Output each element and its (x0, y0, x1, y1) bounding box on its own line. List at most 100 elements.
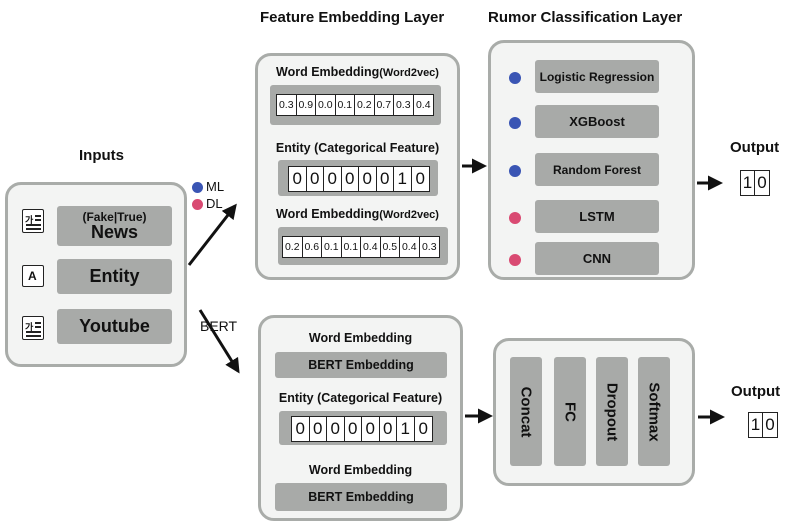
bert-entity-cell: 0 (292, 417, 310, 441)
inputs-title: Inputs (79, 147, 124, 164)
classifier-logistic-regression: Logistic Regression (535, 60, 659, 93)
bert-layer-label: Softmax (645, 381, 663, 442)
bert-entity-cell: 1 (397, 417, 415, 441)
word2vec-1-cell: 0.0 (316, 95, 336, 115)
word2vec-1-cell: 0.1 (336, 95, 355, 115)
bert-entity-cell: 0 (345, 417, 362, 441)
bert-layer-label: Concat (517, 386, 535, 437)
ml-entity-cell: 0 (324, 167, 342, 191)
top-output-label: Output (730, 139, 780, 156)
classifier-random-forest: Random Forest (535, 153, 659, 186)
rumor-classification-layer-title: Rumor Classification Layer (488, 9, 683, 26)
dl-indicator-dot (509, 212, 521, 224)
youtube-input-box: Youtube (57, 309, 172, 344)
ml-entity-cell: 0 (307, 167, 324, 191)
ml-entity-cell: 0 (342, 167, 359, 191)
bottom-output-cell: 0 (765, 415, 775, 434)
bert-layer-softmax: Softmax (638, 357, 670, 466)
ml-indicator-dot (509, 117, 521, 129)
word-embedding-2-label: Word Embedding(Word2vec) (258, 207, 457, 221)
dl-legend-label: DL (206, 196, 223, 211)
ml-entity-cell: 0 (289, 167, 307, 191)
classifier-lstm: LSTM (535, 200, 659, 233)
bert-embedding-2-box: BERT Embedding (275, 483, 447, 511)
word2vec-2-cell: 0.4 (400, 237, 420, 257)
word-embedding-1-text: Word Embedding (276, 65, 380, 79)
feature-embedding-layer-title: Feature Embedding Layer (260, 9, 445, 26)
word-embedding-2-suffix: (Word2vec) (379, 209, 439, 221)
word2vec-2-cell: 0.5 (381, 237, 400, 257)
bert-word-embedding-1-label: Word Embedding (308, 331, 413, 345)
ml-indicator-dot (509, 165, 521, 177)
entity-label: Entity (89, 266, 140, 286)
bottom-output-cell: 1 (749, 413, 763, 437)
bert-layer-dropout: Dropout (596, 357, 628, 466)
entity-glyph: A (28, 269, 37, 283)
document-glyph: 가 (25, 215, 34, 225)
word2vec-1-cell: 0.7 (375, 95, 394, 115)
bert-feature-embedding-panel: Word Embedding BERT Embedding Entity (Ca… (258, 315, 463, 521)
ml-legend-dot (192, 182, 203, 193)
ml-entity-cell: 0 (359, 167, 377, 191)
bert-entity-cell: 0 (327, 417, 345, 441)
inputs-panel: 가 (Fake|True) News A Entity 가 Youtube (5, 182, 187, 367)
bert-word-embedding-2-label: Word Embedding (308, 463, 413, 477)
ml-legend-label: ML (206, 179, 225, 194)
ml-entity-cell: 0 (415, 169, 425, 188)
word-embedding-2-text: Word Embedding (276, 207, 380, 221)
youtube-label: Youtube (79, 316, 150, 336)
bert-classifier-panel: Concat FC Dropout Softmax (493, 338, 695, 486)
entity-icon: A (22, 265, 44, 287)
word2vec-2-cell: 0.6 (303, 237, 322, 257)
news-input-box: (Fake|True) News (57, 206, 172, 246)
word2vec-1-cell: 0.3 (394, 95, 414, 115)
entity-input-box: Entity (57, 259, 172, 294)
dl-legend-dot (192, 199, 203, 210)
bert-entity-cell: 0 (310, 417, 327, 441)
word2vec-2-cell: 0.1 (322, 237, 342, 257)
ml-entity-label: Entity (Categorical Feature) (275, 141, 440, 155)
ml-entity-cell: 0 (377, 167, 394, 191)
arrow-to-bert-path (198, 309, 240, 374)
word-embedding-1-label: Word Embedding(Word2vec) (258, 65, 457, 79)
bert-entity-cell: 0 (380, 417, 397, 441)
word2vec-1-cell: 0.4 (415, 99, 431, 111)
bert-entity-cell: 0 (418, 419, 428, 438)
word2vec-2-cell: 0.1 (342, 237, 361, 257)
news-label: News (90, 222, 139, 242)
word2vec-1-cell: 0.3 (277, 95, 297, 115)
word2vec-2-cell: 0.2 (283, 237, 303, 257)
top-output-cell: 0 (757, 173, 767, 192)
arrow-to-ml-path (187, 203, 237, 266)
classifier-xgboost: XGBoost (535, 105, 659, 138)
bert-layer-concat: Concat (510, 357, 542, 466)
bert-branch-label: BERT (200, 318, 238, 334)
ml-indicator-dot (509, 72, 521, 84)
bert-entity-cell: 0 (362, 417, 380, 441)
word-embedding-1-suffix: (Word2vec) (379, 67, 439, 79)
bert-layer-fc: FC (554, 357, 586, 466)
bert-embedding-1-box: BERT Embedding (275, 352, 447, 378)
dl-indicator-dot (509, 254, 521, 266)
bert-layer-label: Dropout (603, 382, 621, 441)
news-document-icon: 가 (22, 209, 44, 233)
bottom-output-label: Output (731, 383, 781, 400)
word2vec-1-cell: 0.2 (355, 95, 375, 115)
top-output-cell: 1 (741, 171, 755, 195)
bert-layer-label: FC (561, 401, 579, 422)
classifier-cnn: CNN (535, 242, 659, 275)
ml-entity-cell: 1 (394, 167, 412, 191)
word2vec-2-cell: 0.4 (361, 237, 381, 257)
word2vec-1-cell: 0.9 (297, 95, 316, 115)
news-label-tag: (Fake|True) (82, 210, 147, 224)
